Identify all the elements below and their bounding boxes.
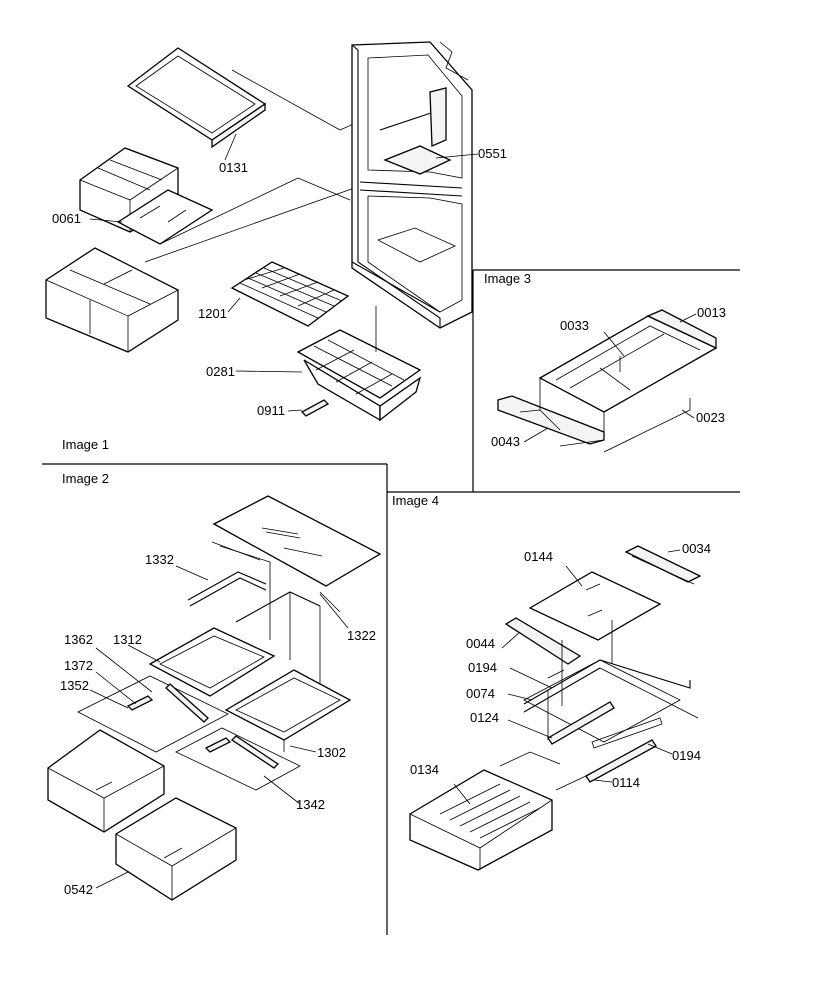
callout-label: 1201 xyxy=(198,306,227,321)
callout-label: 1372 xyxy=(64,658,93,673)
callout-label: 0061 xyxy=(52,211,81,226)
callout-label: 1302 xyxy=(317,745,346,760)
basket-0281-drawing xyxy=(296,306,422,422)
callout-label: 0542 xyxy=(64,882,93,897)
callout-label: 0023 xyxy=(696,410,725,425)
shelf-0131-drawing xyxy=(126,47,267,149)
pan-drawing xyxy=(45,247,179,353)
callout-label: 0194 xyxy=(468,660,497,675)
image4-illustration xyxy=(409,545,702,871)
callout-label: 0044 xyxy=(466,636,495,651)
callout-label: 0144 xyxy=(524,549,553,564)
image2-illustration xyxy=(47,495,382,901)
callout-label: 0551 xyxy=(478,146,507,161)
callout-label: 1342 xyxy=(296,797,325,812)
callout-label: 1362 xyxy=(64,632,93,647)
callout-label: 1332 xyxy=(145,552,174,567)
panel-title-image1: Image 1 xyxy=(62,437,109,452)
callout-label: 1352 xyxy=(60,678,89,693)
stop-0911-drawing xyxy=(300,399,330,417)
callout-label: 1312 xyxy=(113,632,142,647)
callout-label: 0074 xyxy=(466,686,495,701)
panel-title-image4: Image 4 xyxy=(392,493,439,508)
panel-title-image3: Image 3 xyxy=(484,271,531,286)
panel-title-image2: Image 2 xyxy=(62,471,109,486)
callout-label: 0034 xyxy=(682,541,711,556)
callout-label: 0114 xyxy=(612,775,640,790)
callout-label: 0134 xyxy=(410,762,439,777)
image3-illustration xyxy=(497,309,718,453)
callout-label: 0281 xyxy=(206,364,235,379)
image1-illustration xyxy=(45,41,479,422)
callout-label: 0033 xyxy=(560,318,589,333)
drawer-0061-drawing xyxy=(79,147,214,245)
callout-label: 0013 xyxy=(697,305,726,320)
callout-label: 0043 xyxy=(491,434,520,449)
callout-label: 0124 xyxy=(470,710,499,725)
wire-shelf-1201-drawing xyxy=(230,261,350,327)
callout-label: 0911 xyxy=(257,403,285,418)
panel-dividers xyxy=(42,269,740,935)
callout-label: 0194 xyxy=(672,748,701,763)
callout-label: 1322 xyxy=(347,628,376,643)
cabinet-drawing xyxy=(351,41,473,329)
callout-label: 0131 xyxy=(219,160,248,175)
